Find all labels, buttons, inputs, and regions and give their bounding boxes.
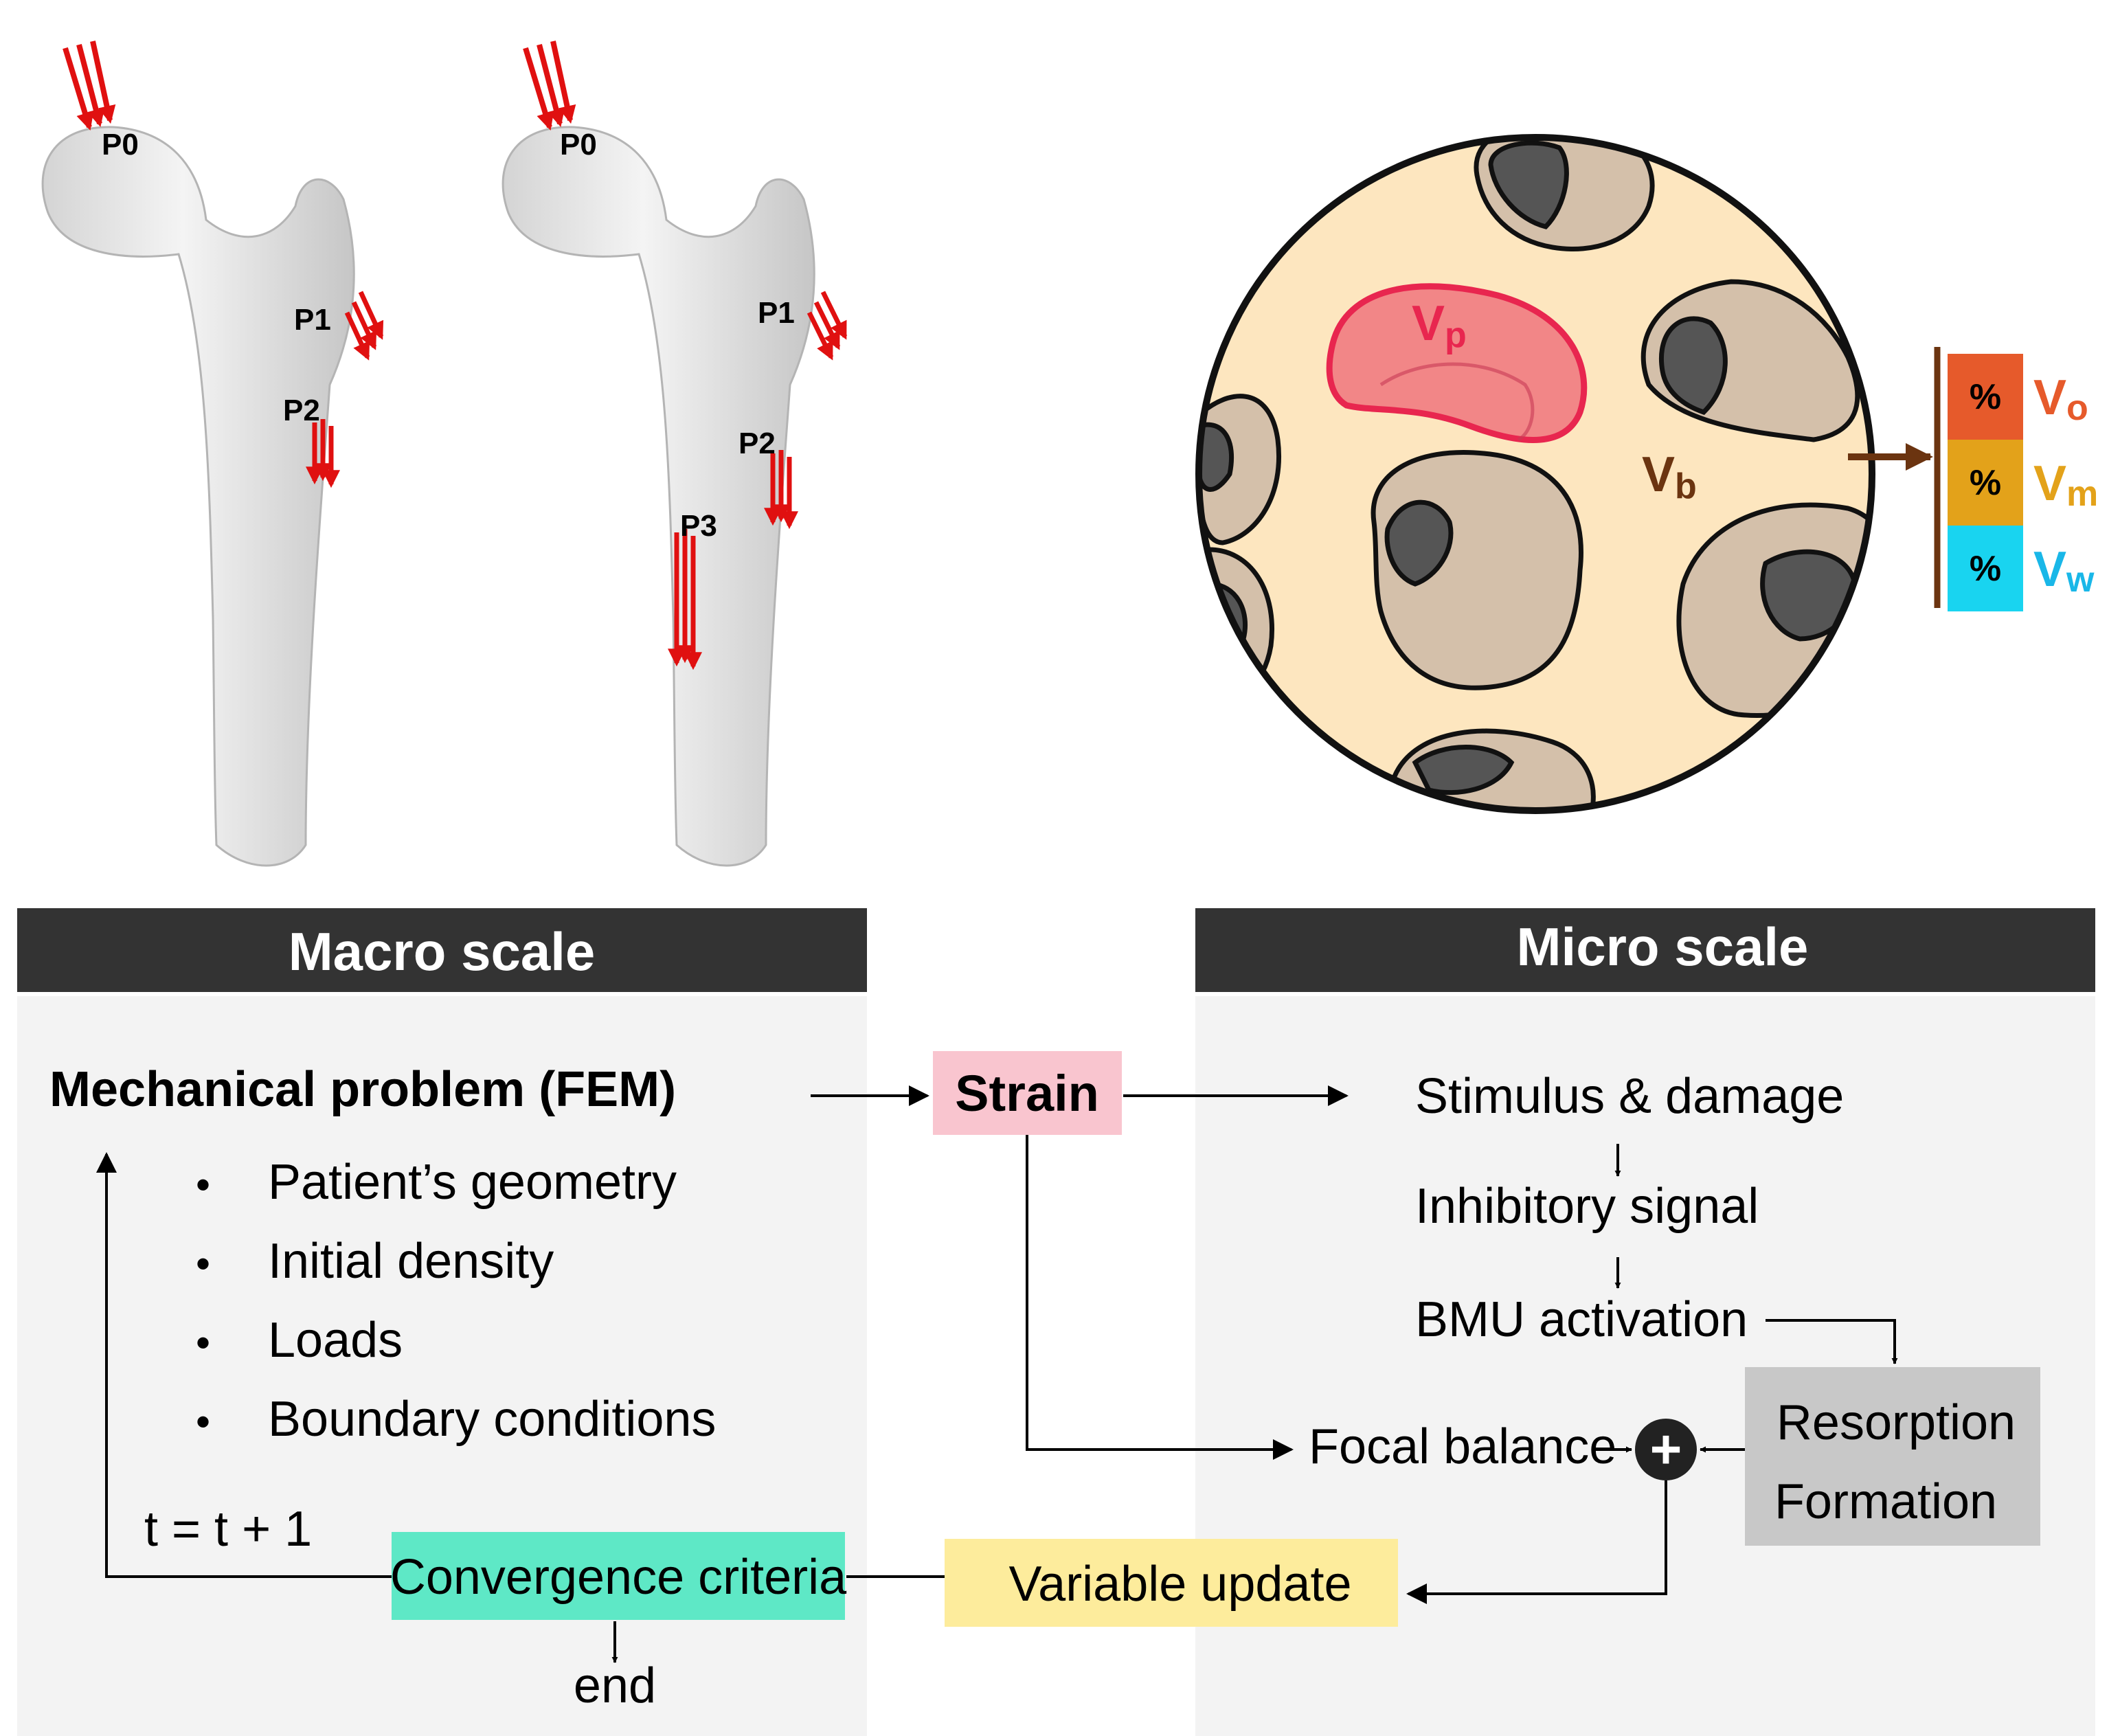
load-arrows-p0-right: [523, 41, 576, 131]
fraction-bar-m: [1948, 440, 2023, 526]
vp-inner-fold: [1379, 362, 1535, 442]
macro-bullet: •: [196, 1241, 210, 1287]
femur-right-label-p3: P3: [680, 509, 717, 543]
arrow-plus-variable: [1406, 1480, 1667, 1604]
convergence-box: [392, 1532, 845, 1620]
pore-bottom-inner: [1412, 745, 1515, 796]
sum-node-plus: +: [1650, 1419, 1682, 1480]
macro-item: Loads: [268, 1313, 403, 1368]
fraction-bar-w: [1948, 526, 2023, 611]
macro-item: Patient’s geometry: [268, 1155, 677, 1210]
sum-node: [1635, 1419, 1697, 1480]
load-arrows-p2-right: [764, 450, 798, 530]
load-arrows-p1-right: [807, 291, 848, 361]
macro-title: Mechanical problem (FEM): [49, 1062, 676, 1117]
macro-item: Boundary conditions: [268, 1392, 716, 1447]
time-step-label: t = t + 1: [144, 1502, 312, 1557]
pore-center-inner: [1384, 499, 1454, 587]
pore-top-inner: [1488, 140, 1569, 229]
vb-label: Vb: [1642, 447, 1697, 506]
femur-right-label-p2: P2: [738, 427, 776, 460]
fraction-bar-o: [1948, 354, 2023, 440]
femur-left-label-p1: P1: [294, 303, 331, 337]
femur-right: P0 P1 P2 P3: [501, 41, 848, 867]
end-label: end: [574, 1658, 656, 1713]
pore-right-lower-inner: [1760, 549, 1858, 642]
pore-left-inner: [1199, 422, 1234, 492]
micro-circle-outline: [1195, 134, 1875, 814]
fraction-pct-m: %: [1970, 463, 2001, 503]
arrow-bmu-resorption: [1766, 1319, 1898, 1364]
macro-panel: Macro scale Mechanical problem (FEM) • Pa…: [17, 908, 867, 1736]
fraction-label-m: Vm: [2033, 456, 2098, 514]
load-arrows-p0-left: [63, 41, 116, 131]
macro-item: Initial density: [268, 1234, 554, 1289]
strain-box: [933, 1051, 1122, 1135]
micro-panel: Micro scale Stimulus & damage Inhibitory…: [1195, 908, 2095, 1736]
loop-back-arrow: [96, 1152, 392, 1578]
load-arrows-p3-right: [668, 529, 702, 670]
focal-balance-label: Focal balance: [1309, 1419, 1616, 1474]
micro-header: Micro scale: [1517, 916, 1809, 977]
vp-label: Vp: [1412, 296, 1467, 355]
femur-right-label-p1: P1: [758, 296, 795, 330]
strain-label: Strain: [955, 1065, 1099, 1122]
femur-left-body: [41, 126, 355, 867]
femur-right-label-p0: P0: [560, 128, 597, 161]
macro-header-bar: [17, 908, 867, 992]
resorption-label: Resorption: [1777, 1395, 2016, 1450]
macro-items: • Patient’s geometry • Initial density • Load…: [196, 1155, 716, 1447]
bmu-label: BMU activation: [1415, 1292, 1748, 1347]
stimulus-label: Stimulus & damage: [1415, 1069, 1844, 1124]
variable-update-box: [945, 1539, 1398, 1627]
load-arrows-p1-left: [344, 291, 384, 361]
pore-right-upper-inner: [1659, 316, 1728, 416]
formation-label: Formation: [1774, 1474, 1997, 1529]
macro-bullet: •: [196, 1320, 210, 1366]
macro-bullet: •: [196, 1399, 210, 1445]
convergence-label: Convergence criteria: [390, 1550, 847, 1605]
micro-header-bar: [1195, 908, 2095, 992]
inhibitory-label: Inhibitory signal: [1415, 1179, 1759, 1234]
volume-fractions: % Vo% Vm% Vw: [1948, 354, 2098, 611]
variable-update-label: Variable update: [1008, 1557, 1351, 1612]
fraction-label-w: Vw: [2033, 542, 2095, 600]
fraction-label-o: Vo: [2033, 370, 2088, 428]
macro-bullet: •: [196, 1162, 210, 1208]
center-flow: Strain Variable update: [811, 1051, 1398, 1627]
arrow-strain-focal: [1026, 1135, 1294, 1460]
fraction-pct-w: %: [1970, 549, 2001, 589]
fraction-pct-o: %: [1970, 377, 2001, 417]
resorption-formation-box: [1745, 1367, 2040, 1546]
femur-right-body: [501, 126, 815, 867]
macro-header: Macro scale: [289, 921, 596, 982]
femur-left-label-p2: P2: [283, 394, 320, 427]
femur-left-label-p0: P0: [102, 128, 139, 161]
femur-left: P0 P1 P2: [41, 41, 384, 867]
micro-structure: Vp Vb % Vo% Vm% Vw: [1195, 134, 2098, 814]
load-arrows-p2-left: [306, 419, 340, 488]
